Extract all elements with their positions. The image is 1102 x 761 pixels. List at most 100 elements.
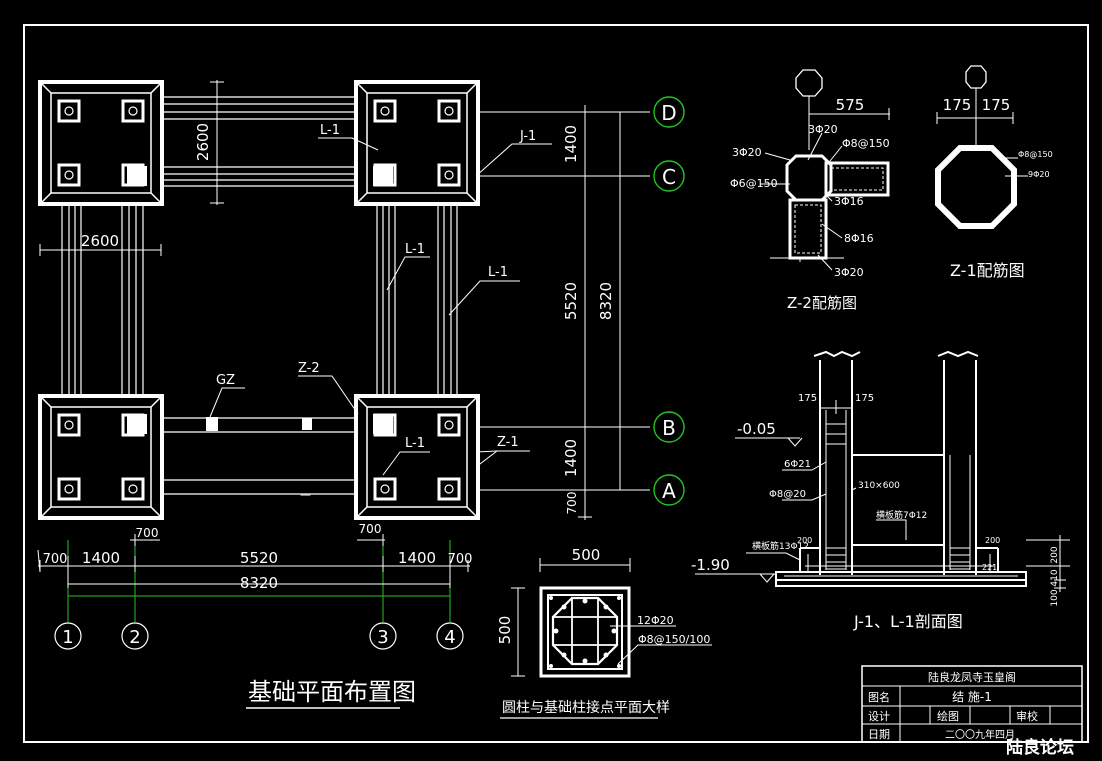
section-d175-a: 175 bbox=[798, 393, 817, 404]
joint-detail: 500 500 12Φ20 Φ8@150/100 圆柱与基础柱接点平面大样 bbox=[496, 546, 712, 719]
tb-k-draw: 绘图 bbox=[937, 709, 959, 723]
z1-dim-a: 175 bbox=[943, 96, 972, 114]
dim-2600-left: 2600 bbox=[81, 232, 119, 250]
dim-2600-vertical bbox=[210, 80, 224, 205]
footings bbox=[38, 80, 480, 520]
svg-text:A: A bbox=[662, 479, 676, 503]
dim-2600-horizontal bbox=[39, 244, 162, 256]
z2-beam bbox=[824, 161, 890, 197]
axis-bubble-3: 3 bbox=[369, 622, 397, 650]
dim-bottom-1400-right: 1400 bbox=[398, 549, 436, 567]
section-right-dims bbox=[1026, 535, 1070, 592]
column-block bbox=[373, 414, 393, 434]
dim-700-axis3: 700 bbox=[359, 522, 382, 536]
tb-v-name: 结 施-1 bbox=[952, 690, 992, 704]
svg-text:1: 1 bbox=[62, 627, 73, 648]
footing-pier bbox=[373, 477, 397, 501]
svg-text:B: B bbox=[662, 416, 676, 440]
elev-markers bbox=[695, 437, 803, 583]
joint-dim-500-w: 500 bbox=[572, 546, 601, 564]
axis-bubble-1: 1 bbox=[54, 622, 82, 650]
label-j1: J-1 bbox=[519, 129, 536, 144]
footing-pier bbox=[57, 163, 81, 187]
foundation-plan: 1 2 3 4 D C B A 700 1400 5520 1400 700 8… bbox=[37, 80, 685, 709]
section-n200a: 200 bbox=[797, 536, 812, 545]
joint-stirrup-label: Φ8@150/100 bbox=[638, 633, 710, 646]
svg-text:C: C bbox=[662, 165, 676, 189]
footing-pier bbox=[437, 99, 461, 123]
footing-pier bbox=[437, 163, 461, 187]
section-r3: 310×600 bbox=[858, 481, 900, 491]
section-d175-b: 175 bbox=[855, 393, 874, 404]
svg-text:D: D bbox=[661, 101, 676, 125]
z1-title: Z-1配筋图 bbox=[950, 261, 1025, 280]
joint-bars bbox=[549, 596, 621, 668]
z1-r1: Φ8@150 bbox=[1018, 150, 1053, 159]
dim-right-5520: 5520 bbox=[562, 282, 580, 320]
section-n221: 221 bbox=[982, 563, 997, 572]
section-right-column bbox=[937, 350, 979, 575]
dim-bottom-total: 8320 bbox=[240, 574, 278, 592]
label-dash: — bbox=[300, 488, 311, 501]
dim-700-axis2: 700 bbox=[136, 526, 159, 540]
label-l1-a: L-1 bbox=[320, 123, 340, 138]
gz-column-mark bbox=[302, 418, 312, 430]
footing-pier bbox=[121, 99, 145, 123]
section-r5: 横板筋13Φ12 bbox=[752, 540, 809, 552]
elev-top: -0.05 bbox=[737, 420, 776, 438]
svg-text:3: 3 bbox=[377, 627, 388, 648]
tb-k-design: 设计 bbox=[868, 710, 890, 723]
z2-r3: Φ8@150 bbox=[842, 137, 890, 150]
section-left-column bbox=[813, 350, 861, 575]
dim-bottom-700-right: 700 bbox=[448, 552, 473, 567]
footing-pier bbox=[437, 477, 461, 501]
z2-r2: 3Φ20 bbox=[808, 123, 838, 136]
tb-project: 陆良龙凤寺玉皇阁 bbox=[928, 670, 1016, 684]
joint-rebar-main: 12Φ20 bbox=[637, 614, 674, 627]
dim-bottom-5520: 5520 bbox=[240, 549, 278, 567]
footing bbox=[354, 80, 480, 206]
section-left-inner bbox=[825, 410, 847, 570]
dim-right-700: 700 bbox=[565, 492, 579, 515]
tb-v-date: 二〇〇九年四月 bbox=[945, 728, 1015, 741]
joint-stirrup bbox=[547, 594, 623, 670]
z2-title: Z-2配筋图 bbox=[787, 294, 857, 312]
title-block: 陆良龙凤寺玉皇阁 图名 结 施-1 设计 绘图 审校 日期 二〇〇九年四月 bbox=[861, 665, 1083, 743]
label-leaders bbox=[209, 137, 552, 476]
plan-title: 基础平面布置图 bbox=[248, 678, 416, 706]
tb-k-check: 审校 bbox=[1016, 709, 1038, 723]
section-v410: 410 bbox=[1050, 569, 1060, 586]
section-r4: 横板筋7Φ12 bbox=[876, 509, 927, 521]
tb-k-name: 图名 bbox=[868, 690, 890, 704]
footing-pier bbox=[57, 99, 81, 123]
z1-detail: 175 175 Φ8@150 9Φ20 Z-1配筋图 bbox=[935, 65, 1053, 280]
axis-bubble-4: 4 bbox=[436, 622, 464, 650]
label-gz: GZ bbox=[216, 373, 235, 388]
svg-text:2: 2 bbox=[129, 627, 140, 648]
axis-bubble-2: 2 bbox=[121, 622, 149, 650]
z2-r6: 8Φ16 bbox=[844, 232, 874, 245]
z2-column bbox=[785, 154, 833, 202]
axis-bubble-C: C bbox=[653, 160, 685, 192]
footing-pier bbox=[373, 99, 397, 123]
z1-dim-b: 175 bbox=[982, 96, 1011, 114]
label-z1: Z-1 bbox=[497, 435, 519, 450]
axis-bubble-A: A bbox=[653, 474, 685, 506]
axis-bubble-D: D bbox=[653, 96, 685, 128]
gz-column-mark bbox=[206, 417, 218, 431]
z1-r2: 9Φ20 bbox=[1028, 170, 1050, 179]
z2-dim: 575 bbox=[836, 96, 865, 114]
joint-title: 圆柱与基础柱接点平面大样 bbox=[502, 699, 670, 716]
right-dimensions bbox=[578, 105, 627, 520]
footing-pier bbox=[121, 477, 145, 501]
tb-k-date: 日期 bbox=[868, 728, 890, 741]
z1-axis-octagon bbox=[965, 65, 987, 89]
column-block bbox=[373, 166, 393, 186]
axis-bubble-B: B bbox=[653, 411, 685, 443]
section-footing bbox=[775, 547, 1027, 587]
footing-pier bbox=[57, 477, 81, 501]
joint-outline bbox=[539, 586, 631, 678]
footing-pier bbox=[57, 413, 81, 437]
dim-right-total: 8320 bbox=[597, 282, 615, 320]
